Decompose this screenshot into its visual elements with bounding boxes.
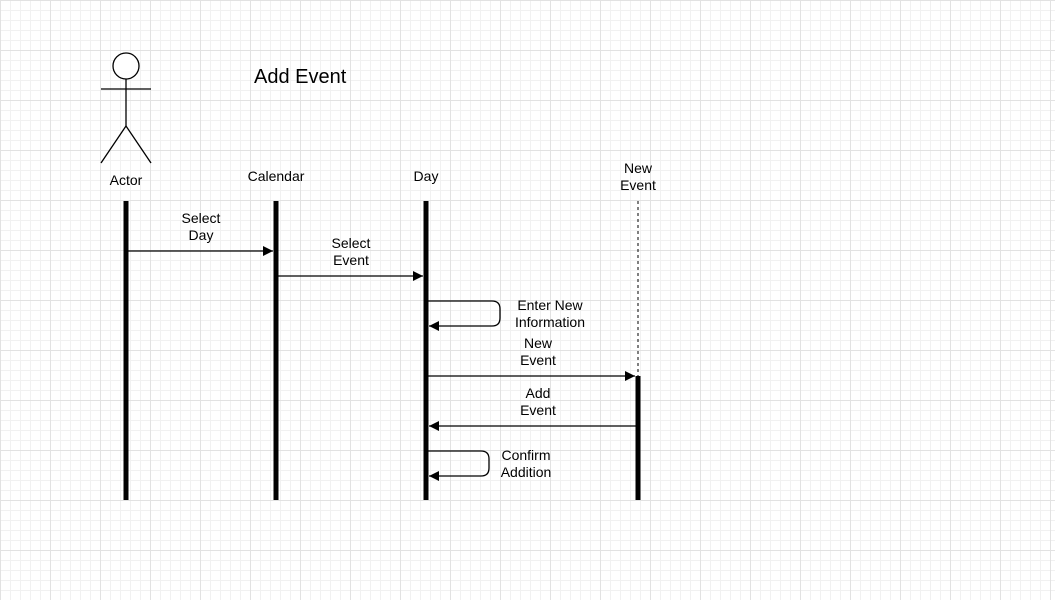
self-message-arrow-confirm[interactable] — [428, 450, 490, 481]
self-message-arrow-enter-info[interactable] — [428, 300, 501, 331]
diagram-title[interactable]: Add Event — [254, 66, 347, 88]
participant-label-new-event[interactable]: New Event — [620, 160, 656, 193]
message-label-enter-info[interactable]: Enter New Information — [514, 297, 586, 330]
message-label-confirm-addition[interactable]: Confirm Addition — [500, 447, 552, 480]
actor-stick-figure-icon[interactable] — [100, 52, 152, 164]
participant-label-actor[interactable]: Actor — [109, 172, 143, 188]
message-label-add-event[interactable]: Add Event — [520, 385, 556, 418]
participant-label-day[interactable]: Day — [413, 168, 439, 184]
message-label-select-day[interactable]: Select Day — [181, 210, 221, 243]
message-label-select-event[interactable]: Select Event — [331, 235, 371, 268]
message-label-new-event[interactable]: New Event — [520, 335, 556, 368]
participant-label-calendar[interactable]: Calendar — [247, 168, 305, 184]
